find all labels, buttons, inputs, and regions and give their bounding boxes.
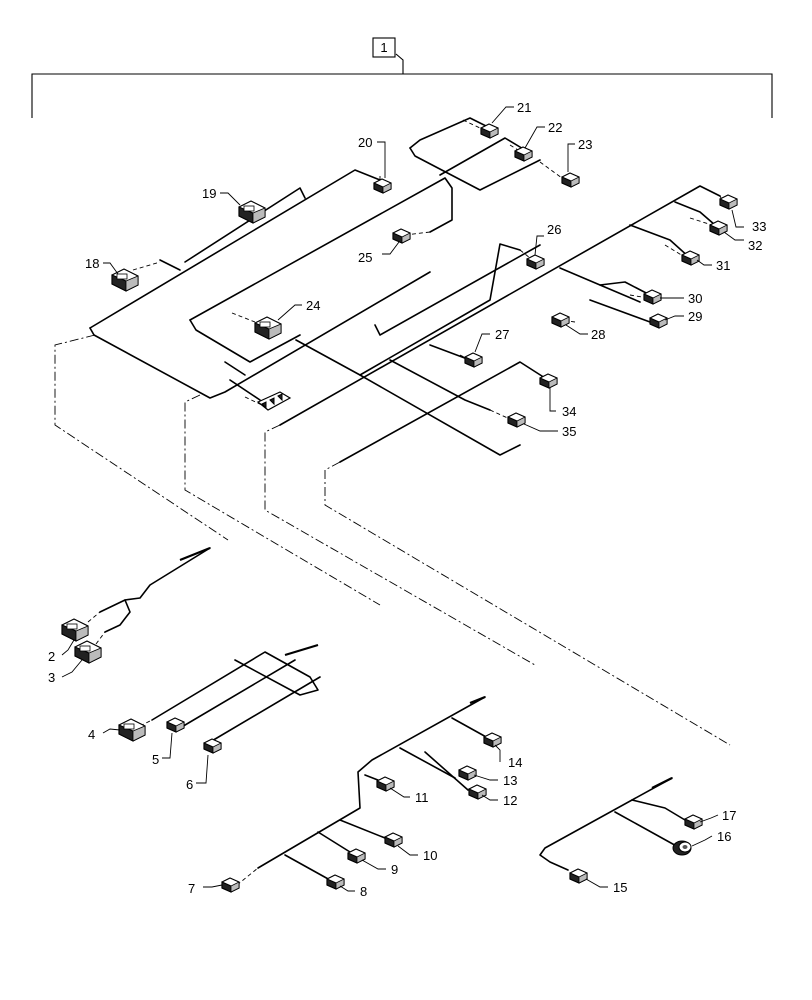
- connector-27: [464, 352, 483, 368]
- connector-4: [118, 718, 146, 742]
- connector-19: [238, 200, 266, 224]
- main-harness: [89, 117, 721, 463]
- harness-c: [221, 695, 502, 893]
- callout-8: 8: [360, 884, 367, 899]
- connector-34: [539, 373, 558, 389]
- callout-9: 9: [391, 862, 398, 877]
- upper-dashes: [132, 119, 723, 421]
- connector-20: [373, 178, 392, 194]
- callout-13: 13: [503, 773, 517, 788]
- connector-6: [203, 738, 222, 754]
- callout-15: 15: [613, 880, 627, 895]
- connector-3: [74, 640, 102, 664]
- callout-20: 20: [358, 135, 372, 150]
- callout-leaders: [61, 106, 744, 892]
- callout-26: 26: [547, 222, 561, 237]
- connector-17: [684, 814, 703, 830]
- callout-18: 18: [85, 256, 99, 271]
- connector-9: [347, 848, 366, 864]
- callout-29: 29: [688, 309, 702, 324]
- connector-30: [643, 289, 662, 305]
- connector-15: [569, 868, 588, 884]
- connector-33: [719, 194, 738, 210]
- callout-labels: 2 3 4 5 6 7 8 9 10 11 12 13 14 15 16 17 …: [48, 100, 766, 899]
- callout-23: 23: [578, 137, 592, 152]
- terminal-block: [256, 391, 292, 411]
- assembly-callout-label: 1: [380, 40, 387, 55]
- connector-23: [561, 172, 580, 188]
- connector-21: [480, 123, 499, 139]
- callout-4: 4: [88, 727, 95, 742]
- callout-3: 3: [48, 670, 55, 685]
- callout-16: 16: [717, 829, 731, 844]
- callout-5: 5: [152, 752, 159, 767]
- callout-11: 11: [415, 790, 429, 805]
- connector-29: [649, 313, 668, 329]
- harness-a: [61, 546, 211, 664]
- callout-19: 19: [202, 186, 216, 201]
- callout-17: 17: [722, 808, 736, 823]
- connector-25: [392, 228, 411, 244]
- harness-d: [539, 777, 703, 884]
- connector-32: [709, 220, 728, 236]
- connector-26: [526, 254, 545, 270]
- connector-18: [111, 268, 139, 292]
- callout-7: 7: [188, 881, 195, 896]
- callout-33: 33: [752, 219, 766, 234]
- callout-10: 10: [423, 848, 437, 863]
- connector-13: [458, 765, 477, 781]
- callout-27: 27: [495, 327, 509, 342]
- callout-28: 28: [591, 327, 605, 342]
- connector-2: [61, 618, 89, 642]
- callout-32: 32: [748, 238, 762, 253]
- connector-14: [483, 732, 502, 748]
- callout-35: 35: [562, 424, 576, 439]
- connector-24: [254, 316, 282, 340]
- connector-7: [221, 877, 240, 893]
- connector-16: [672, 840, 692, 856]
- callout-22: 22: [548, 120, 562, 135]
- callout-6: 6: [186, 777, 193, 792]
- connector-22: [514, 146, 533, 162]
- callout-30: 30: [688, 291, 702, 306]
- connector-5: [166, 717, 185, 733]
- connector-35: [507, 412, 526, 428]
- assembly-bracket: 1: [31, 37, 773, 118]
- assembly-callout-box: [372, 37, 396, 58]
- callout-2: 2: [48, 649, 55, 664]
- harness-b: [118, 643, 321, 754]
- routing-lines: [54, 334, 731, 746]
- upper-connectors: [111, 123, 738, 428]
- connector-12: [468, 784, 487, 800]
- callout-31: 31: [716, 258, 730, 273]
- connector-10: [384, 832, 403, 848]
- callout-25: 25: [358, 250, 372, 265]
- callout-12: 12: [503, 793, 517, 808]
- callout-14: 14: [508, 755, 522, 770]
- callout-24: 24: [306, 298, 320, 313]
- callout-21: 21: [517, 100, 531, 115]
- callout-34: 34: [562, 404, 576, 419]
- connector-31: [681, 250, 700, 266]
